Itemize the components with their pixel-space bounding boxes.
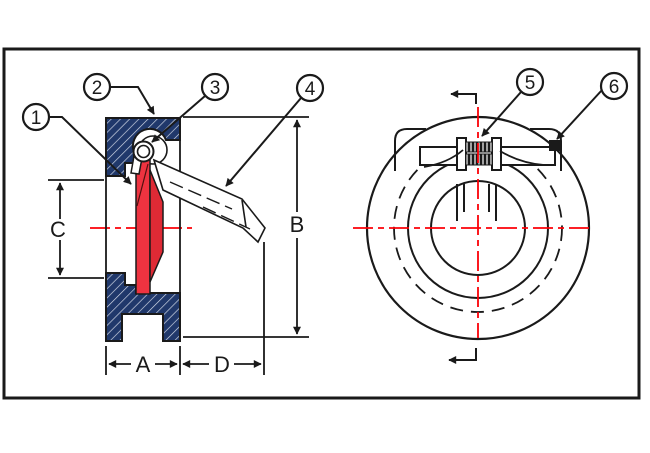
side-section-view: C A D B 1 — [21, 72, 325, 377]
callout-6-balloon — [599, 71, 629, 101]
dimension-d-label: D — [214, 352, 230, 377]
callout-3: 3 — [151, 72, 230, 143]
callout-5-number: 5 — [525, 73, 536, 94]
torsion-spring — [465, 141, 493, 166]
spring-retainer-right — [491, 137, 502, 171]
dimension-c-label: C — [50, 217, 66, 242]
disc-bevel — [149, 169, 164, 283]
section-arrow-bottom — [448, 348, 477, 364]
callout-3-number: 3 — [210, 78, 221, 99]
dimension-b-label: B — [290, 212, 305, 237]
hinge-pin — [132, 140, 155, 163]
callout-6-number: 6 — [609, 77, 620, 98]
dimension-c: C — [48, 179, 104, 279]
dimension-d: D — [182, 242, 265, 377]
disc-plate — [135, 155, 151, 295]
dimension-a: A — [105, 346, 181, 377]
callout-5-balloon — [515, 67, 545, 97]
pin-plug — [549, 140, 560, 151]
spring-arm-left — [423, 149, 464, 168]
callout-3-balloon — [200, 72, 230, 102]
dimension-b: B — [183, 116, 309, 338]
front-view: 5 6 — [353, 67, 629, 364]
callout-1-balloon — [21, 102, 51, 132]
hinge-lug-lines — [456, 184, 497, 221]
callout-1-number: 1 — [31, 108, 42, 129]
disc-closed — [130, 155, 164, 295]
callout-4-number: 4 — [305, 79, 316, 100]
spring-arm-right — [499, 150, 545, 166]
callout-4: 4 — [225, 73, 325, 187]
body-bottom-block — [105, 272, 181, 342]
dimension-a-label: A — [136, 352, 151, 377]
callout-4-balloon — [295, 73, 325, 103]
callout-2-balloon — [82, 72, 112, 102]
disc-open-phantom — [152, 158, 266, 244]
callout-1: 1 — [21, 102, 132, 185]
callout-6: 6 — [556, 71, 629, 140]
callout-5: 5 — [481, 67, 545, 137]
body-tab-left — [394, 128, 426, 171]
drawing-border — [2, 47, 641, 400]
spring-coil-top — [465, 141, 493, 153]
hinge-pin-front — [419, 137, 556, 171]
section-arrow-top — [450, 90, 477, 104]
callout-2-number: 2 — [92, 78, 103, 99]
callout-2: 2 — [82, 72, 155, 115]
pin-bar-left — [419, 146, 459, 166]
spring-coil-bottom — [465, 153, 493, 166]
